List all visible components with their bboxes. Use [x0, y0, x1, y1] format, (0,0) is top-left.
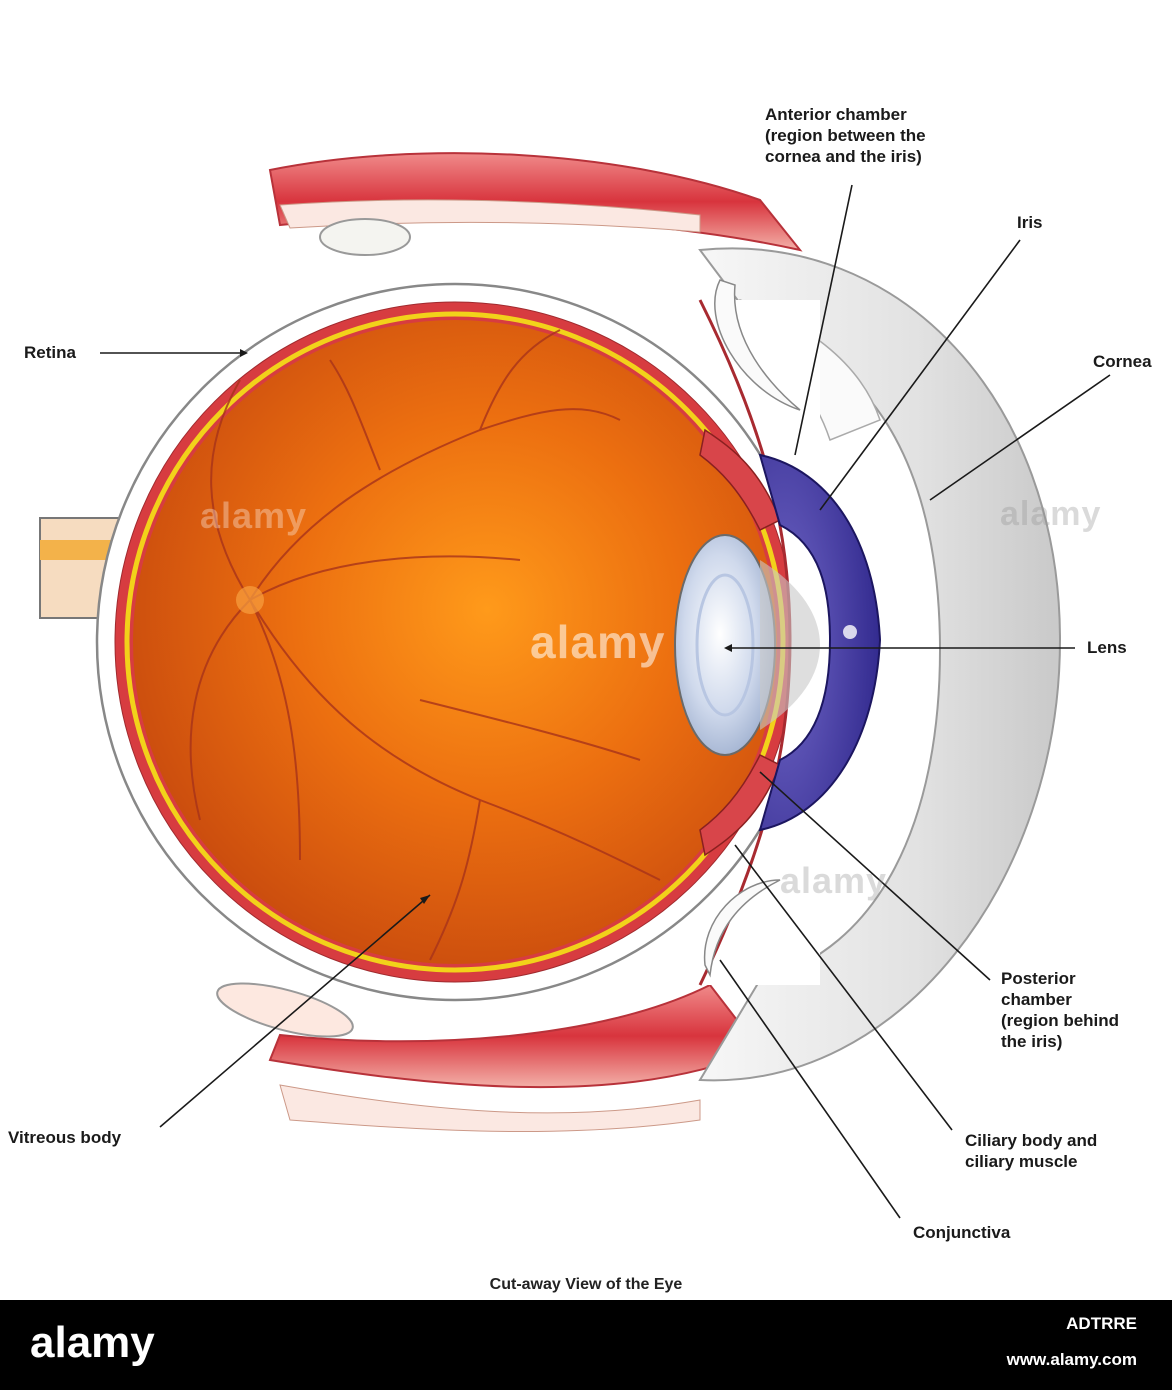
label-retina: Retina: [24, 343, 76, 362]
watermark: alamy: [200, 495, 308, 536]
label-cornea: Cornea: [1093, 352, 1152, 371]
label-vitreous-body: Vitreous body: [8, 1128, 122, 1147]
iris: [758, 453, 882, 832]
label-anterior-chamber: Anterior chamber (region between the cor…: [765, 105, 926, 166]
diagram-canvas: alamy alamy alamy alamy Anterior chamber…: [8, 105, 1152, 1293]
site-url: www.alamy.com: [1006, 1350, 1137, 1369]
label-lens: Lens: [1087, 638, 1127, 657]
retinal-vessels: [189, 329, 661, 961]
watermark: alamy: [1000, 495, 1102, 533]
image-id: ADTRRE: [1066, 1314, 1137, 1333]
leader-lines: [100, 184, 1111, 1219]
label-posterior-chamber: Posterior chamber (region behind the iri…: [1001, 969, 1120, 1051]
stock-footer-bar: alamy ADTRRE www.alamy.com: [0, 1300, 1172, 1390]
conjunctiva: [703, 879, 781, 978]
label-conjunctiva: Conjunctiva: [913, 1223, 1011, 1242]
label-iris: Iris: [1017, 213, 1043, 232]
figure-caption: Cut-away View of the Eye: [489, 1276, 683, 1293]
vitreous-body: [133, 320, 777, 964]
label-ciliary-body: Ciliary body and ciliary muscle: [965, 1131, 1098, 1171]
eye-cross-section-illustration: [39, 152, 1111, 1219]
watermark: alamy: [530, 616, 666, 668]
brand-logo: alamy: [30, 1318, 155, 1367]
watermark: alamy: [780, 860, 888, 901]
extraocular-muscles: [216, 152, 803, 1133]
cornea: [698, 247, 1062, 1082]
